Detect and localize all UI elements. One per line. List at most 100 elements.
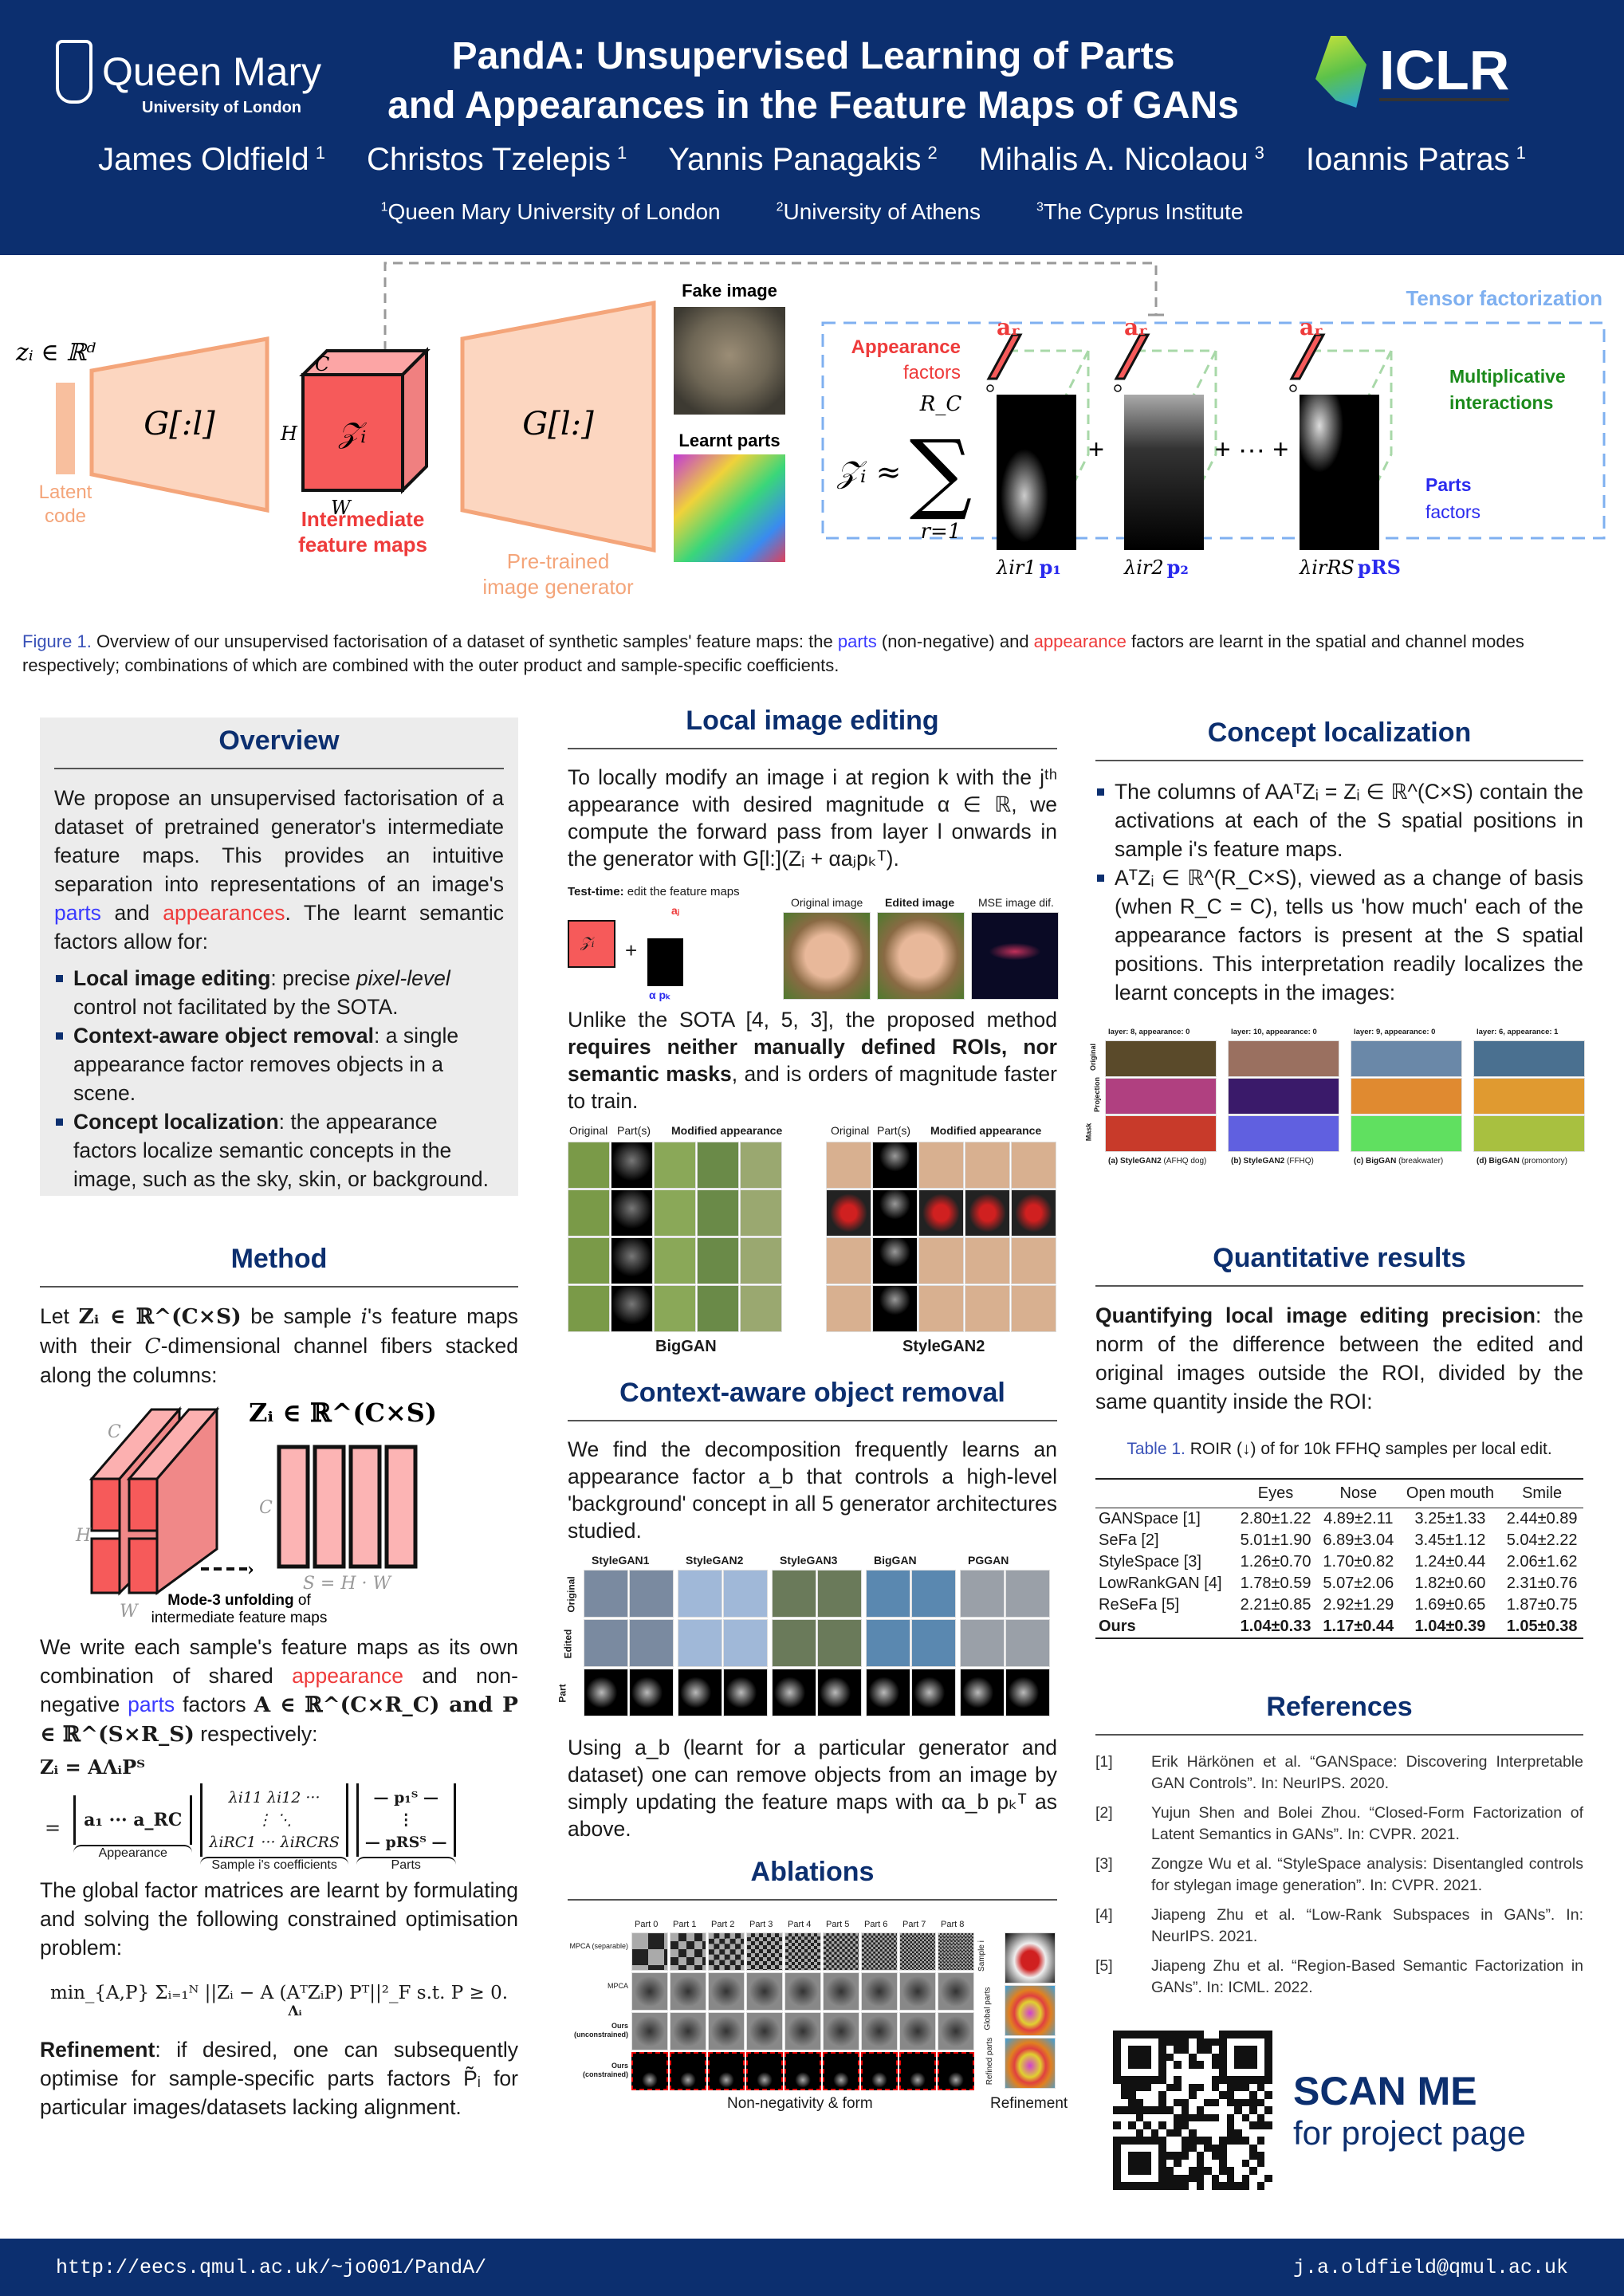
removal-usage-text: Using a_b (learnt for a particular gener… [568,1736,1057,1841]
connector-line [383,261,1158,351]
local-edit-grid: Original Part(s) Modified appearance Ori… [568,1124,1057,1360]
refinement-row-label: Global parts [983,1987,993,2031]
ablation-part-image [784,2012,821,2050]
generator-first-half [89,336,269,513]
panel-caption-dataset: (FFHQ) [1284,1157,1314,1166]
edit-grid-image [568,1237,610,1284]
author-label: Mihalis A. Nicolaou [978,142,1248,177]
svg-text:Learnt parts: Learnt parts [678,431,780,450]
ablation-part-image [670,1972,706,2011]
contact-email-link[interactable]: j.a.oldfield@qmul.ac.uk [1292,2256,1568,2279]
svg-text:Parts: Parts [1425,474,1472,495]
edit-grid-image [611,1237,653,1284]
method-name-cell: SeFa [2] [1099,1531,1159,1549]
queen-mary-logo: Queen Mary University of London [56,40,321,117]
ablation-part-image [746,2012,783,2050]
svg-text:Multiplicative: Multiplicative [1449,366,1566,387]
qr-code[interactable] [1113,2031,1272,2190]
author-affiliation-number: 2 [927,142,938,163]
concept-image [1228,1115,1339,1152]
removal-image [960,1570,1005,1618]
svg-text:G[l:]: G[l:] [522,406,594,442]
svg-text:W: W [120,1602,140,1622]
edit-grid-image [740,1142,782,1189]
iclr-mark-icon [1315,36,1366,108]
appearance-factor-bar [1114,333,1150,380]
svg-text:feature maps: feature maps [298,533,427,556]
removal-image [723,1570,768,1618]
edit-grid-image [1011,1285,1056,1332]
part-column-label: Part 1 [673,1920,697,1929]
overview-heading: Overview [54,725,504,769]
feature-cube-icon: 𝒵ᵢ [568,920,615,968]
local-edit-comparison: Unlike the SOTA [4, 5, 3], the proposed … [568,1008,1057,1113]
edit-grid-image [826,1285,871,1332]
parts-factor-map [1124,395,1204,550]
row-label: Original [565,1576,577,1613]
concept-image [1105,1078,1217,1115]
removal-image [772,1570,816,1618]
removal-image [678,1570,722,1618]
author-affiliation-number: 3 [1254,142,1264,163]
appearance-vector-label: aᵣ [1300,314,1323,340]
ablations-heading: Ablations [568,1857,1057,1901]
ablation-part-image [861,2012,898,2050]
part-map-image [678,1669,722,1716]
score-cell: 1.24±0.44 [1414,1553,1486,1571]
panel-caption-dataset: (AFHQ dog) [1161,1157,1207,1166]
svg-text:Intermediate: Intermediate [301,507,425,531]
score-cell: 2.44±0.89 [1506,1510,1578,1527]
original-face-image [783,912,871,1000]
column-left: Overview We propose an unsupervised fact… [40,718,518,2121]
model-label: BigGAN [874,1554,917,1567]
svg-text:Pre-trained: Pre-trained [507,549,610,573]
edit-grid-image [872,1189,918,1236]
svg-text:𝒵ᵢ ≈: 𝒵ᵢ ≈ [836,454,901,489]
part-map-image [629,1669,674,1716]
bullet-title: Concept localization [73,1110,279,1134]
edit-grid-image [872,1237,918,1284]
ablation-part-image [670,1932,706,1971]
concept-figure: layer: 8, appearance: 0(a) StyleGAN2 (AF… [1084,1028,1585,1179]
part-map-image [723,1669,768,1716]
qr-section: SCAN ME for project page [1113,2031,1583,2190]
project-url-link[interactable]: http://eecs.qmul.ac.uk/~jo001/PandA/ [56,2256,487,2279]
ablation-part-image [823,1932,859,1971]
score-cell: 1.69±0.65 [1414,1596,1486,1614]
score-cell: 2.06±1.62 [1506,1553,1578,1571]
score-cell: 1.05±0.38 [1500,1616,1583,1639]
edit-grid-image [1011,1189,1056,1236]
affiliation-name: University of Athens [783,199,981,224]
poster-title: PandA: Unsupervised Learning of Parts an… [387,35,1239,127]
svg-text:Tensor factorization: Tensor factorization [1406,286,1602,310]
edit-grid-image [965,1189,1010,1236]
overview-bullets: Local image editing: precise pixel-level… [54,964,504,1193]
appearance-vector-label: aᵣ [1124,314,1148,340]
concept-row-label: Original [1089,1043,1098,1071]
mse-difference-image [971,912,1059,1000]
svg-text:C: C [108,1422,121,1442]
method-name-cell: StyleSpace [3] [1099,1553,1201,1571]
bullet-text: : a single appearance factor removes obj… [73,1024,459,1105]
edit-grid-image [872,1285,918,1332]
part-column-label: Part 2 [711,1920,735,1929]
edit-grid-image [826,1189,871,1236]
svg-text:›: › [247,1559,254,1580]
reference-number: [2] [1095,1804,1113,1822]
affiliation-number: 3 [1036,200,1044,214]
removal-image [866,1619,910,1667]
svg-text:intermediate feature maps: intermediate feature maps [151,1610,328,1626]
ablation-part-image [938,1932,974,1971]
ablation-part-image [938,1972,974,2011]
ablation-part-image [708,2012,745,2050]
removal-image [817,1619,862,1667]
iclr-logo: ICLR [1315,36,1510,108]
ablation-part-image [938,2052,974,2090]
edit-grid-image [826,1237,871,1284]
parts-factor-map [1300,395,1379,550]
ablation-part-image [631,1972,668,2011]
